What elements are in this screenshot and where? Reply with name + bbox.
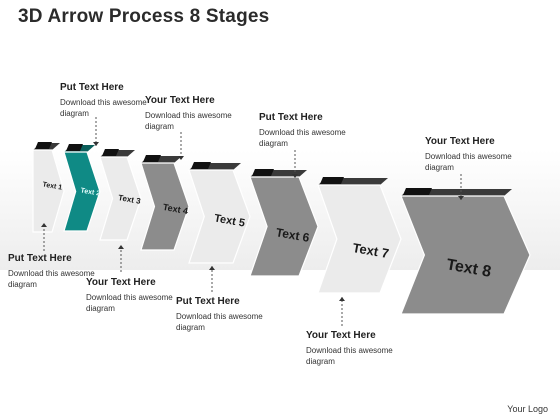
callout-body: Download this awesome diagram — [306, 346, 393, 366]
stage-tab — [35, 142, 52, 149]
callout-title: Your Text Here — [86, 277, 156, 288]
stage-label-1: Text 1 — [42, 181, 63, 191]
stage-label-2: Text 2 — [80, 187, 101, 197]
stage-tab — [102, 149, 119, 156]
stage-label-3: Text 3 — [118, 193, 142, 206]
callout-connector-arrowhead — [458, 196, 464, 200]
stage-label-6: Text 6 — [275, 225, 311, 245]
stage-tab — [191, 162, 211, 169]
stage-face — [188, 169, 251, 264]
stage-face — [63, 151, 101, 232]
callout-title: Your Text Here — [306, 330, 376, 341]
stage-label-5: Text 5 — [213, 212, 246, 229]
stage-arrow-7: Text 7 — [317, 177, 402, 294]
callout-connector-arrowhead — [178, 156, 184, 160]
stage-arrow-4: Text 4 — [140, 155, 190, 251]
stage-face — [32, 149, 65, 233]
stage-arrow-3: Text 3 — [99, 149, 142, 241]
callout-body: Download this awesome diagram — [60, 98, 147, 118]
callout-title: Your Text Here — [145, 95, 215, 106]
callout-body: Download this awesome diagram — [176, 312, 263, 332]
stage-tab — [403, 188, 432, 195]
callout-connector-arrowhead — [292, 174, 298, 178]
callout-bottom-3: Put Text Here Download this awesome diag… — [176, 296, 286, 333]
stage-label-7: Text 7 — [351, 240, 390, 261]
callout-body: Download this awesome diagram — [86, 293, 173, 313]
page-title: 3D Arrow Process 8 Stages — [18, 6, 270, 27]
callout-top-1: Put Text Here Download this awesome diag… — [60, 82, 170, 119]
callout-connector-arrowhead — [209, 266, 215, 270]
logo-placeholder: Your Logo — [507, 404, 548, 414]
callout-title: Put Text Here — [176, 296, 240, 307]
callout-body: Download this awesome diagram — [259, 128, 346, 148]
callout-title: Put Text Here — [60, 82, 124, 93]
stage-face — [99, 156, 142, 241]
callout-connector-arrowhead — [93, 142, 99, 146]
stage-face — [249, 176, 319, 277]
callout-top-3: Put Text Here Download this awesome diag… — [259, 112, 369, 149]
callout-bottom-1: Put Text Here Download this awesome diag… — [8, 253, 118, 290]
stage-tab — [252, 169, 274, 176]
connectors-layer — [41, 117, 464, 326]
stage-arrow-2: Text 2 — [63, 144, 101, 232]
stage-arrow-8: Text 8 — [400, 188, 531, 315]
callout-connector-arrowhead — [339, 297, 345, 301]
callout-connector-arrowhead — [118, 245, 124, 249]
stage-arrow-1: Text 1 — [32, 142, 65, 233]
callout-body: Download this awesome diagram — [8, 269, 95, 289]
stage-face — [400, 195, 531, 315]
stage-tab — [66, 144, 83, 151]
callout-top-4: Your Text Here Download this awesome dia… — [425, 136, 535, 173]
stage-tab — [320, 177, 344, 184]
callout-bottom-4: Your Text Here Download this awesome dia… — [306, 330, 416, 367]
arrows-layer: Text 8 Text 7 Text 6 Text 5 Text 4 Text 3 Text… — [32, 142, 531, 315]
callout-bottom-2: Your Text Here Download this awesome dia… — [86, 277, 196, 314]
callout-connector-arrowhead — [41, 223, 47, 227]
callout-body: Download this awesome diagram — [425, 152, 512, 172]
callout-body: Download this awesome diagram — [145, 111, 232, 131]
stage-face — [140, 162, 190, 251]
callout-title: Your Text Here — [425, 136, 495, 147]
stage-arrow-6: Text 6 — [249, 169, 319, 277]
stage-face — [317, 184, 402, 294]
callout-title: Put Text Here — [8, 253, 72, 264]
stage-arrow-5: Text 5 — [188, 162, 251, 264]
stage-label-4: Text 4 — [162, 202, 189, 216]
callout-top-2: Your Text Here Download this awesome dia… — [145, 95, 255, 132]
callout-title: Put Text Here — [259, 112, 323, 123]
stage-tab — [143, 155, 161, 162]
